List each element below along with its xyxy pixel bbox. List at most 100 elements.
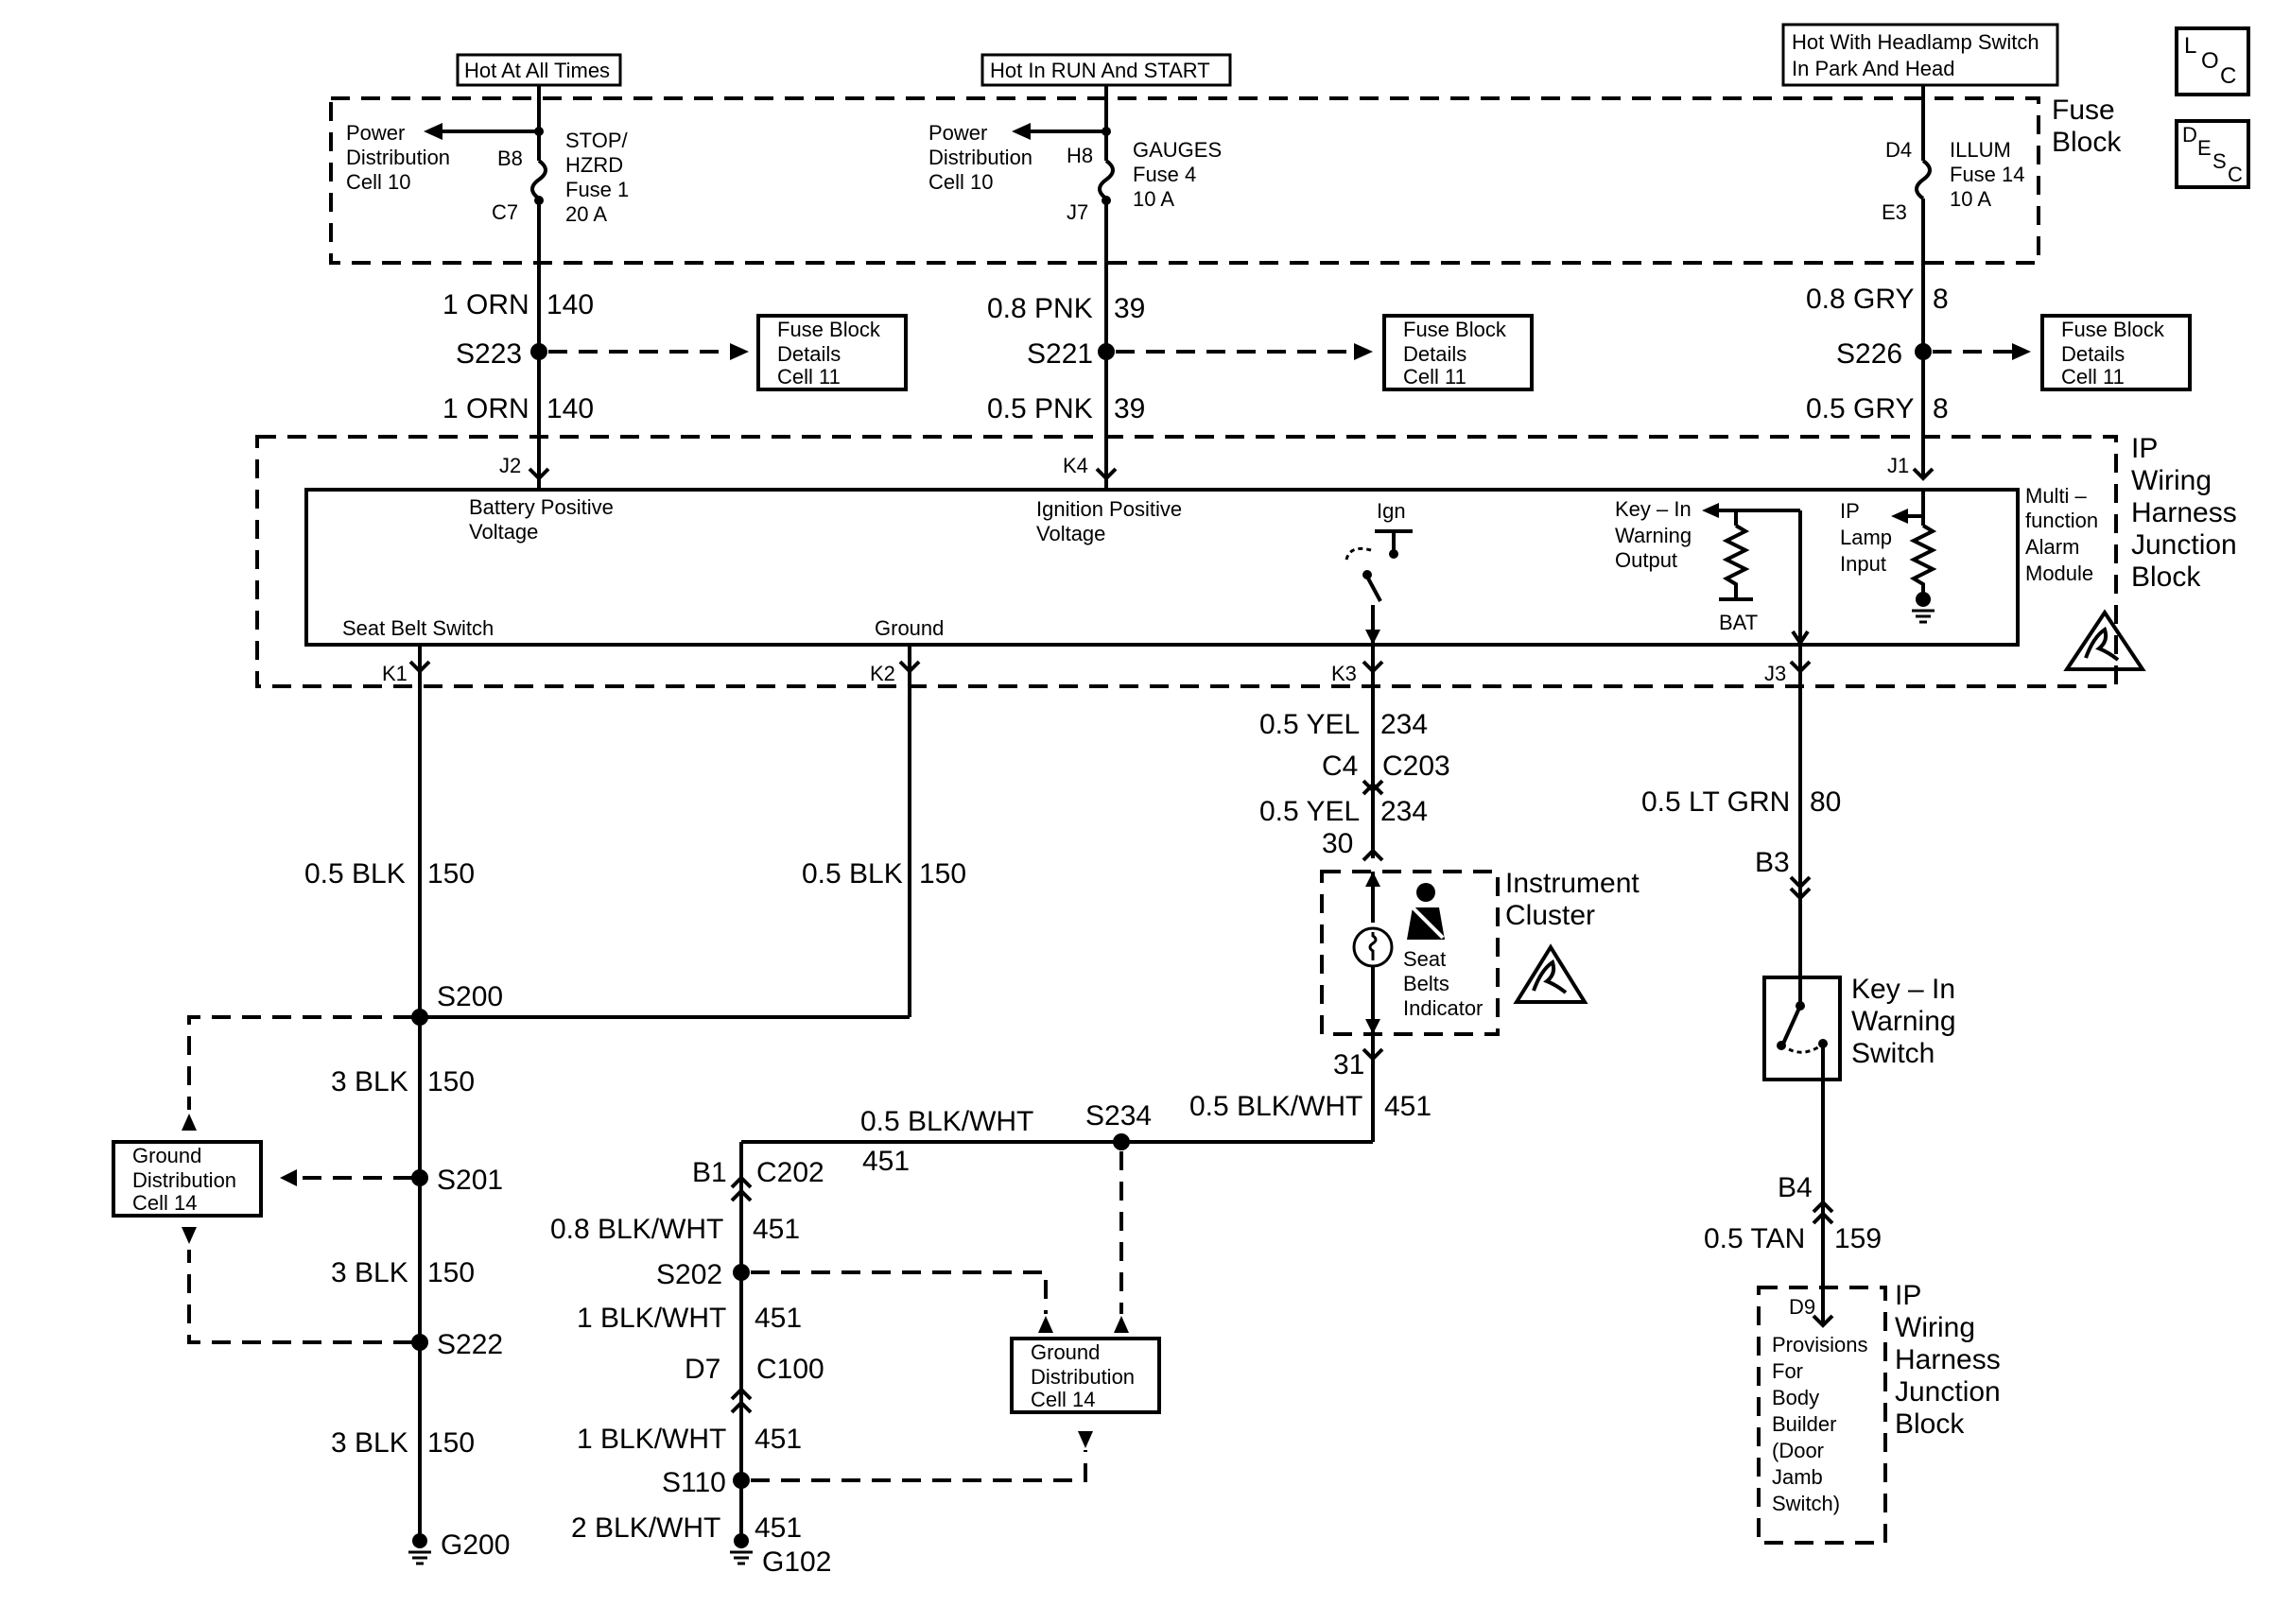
- svg-text:GAUGES: GAUGES: [1133, 138, 1222, 162]
- svg-text:Harness: Harness: [1895, 1344, 2001, 1375]
- svg-text:Switch: Switch: [1851, 1038, 1935, 1069]
- circuit-159: B4 0.5 TAN 159: [1704, 1080, 1882, 1328]
- svg-text:234: 234: [1380, 709, 1428, 740]
- svg-text:150: 150: [427, 1257, 475, 1288]
- splice-s222: S222: [437, 1329, 503, 1360]
- connector-b3: B3: [1755, 847, 1790, 878]
- svg-text:E3: E3: [1882, 200, 1907, 224]
- svg-text:Details: Details: [777, 342, 841, 366]
- svg-text:C: C: [2220, 63, 2236, 89]
- svg-text:Cell 11: Cell 11: [2061, 365, 2125, 389]
- svg-text:K1: K1: [382, 662, 408, 685]
- svg-text:Cell 10: Cell 10: [346, 170, 410, 194]
- svg-text:Alarm: Alarm: [2025, 535, 2079, 559]
- svg-text:Distribution: Distribution: [928, 146, 1032, 169]
- svg-text:Fuse Block: Fuse Block: [1403, 318, 1507, 341]
- svg-text:140: 140: [547, 393, 594, 424]
- svg-text:For: For: [1772, 1359, 1803, 1383]
- svg-text:Battery Positive: Battery Positive: [469, 495, 614, 519]
- svg-text:Fuse: Fuse: [2052, 95, 2115, 126]
- svg-text:Power: Power: [928, 121, 987, 145]
- svg-text:Fuse 4: Fuse 4: [1133, 163, 1196, 186]
- svg-text:K2: K2: [870, 662, 895, 685]
- fbd-box-1[interactable]: Fuse Block Details Cell 11: [756, 314, 908, 391]
- svg-text:Key – In: Key – In: [1851, 974, 1955, 1005]
- svg-text:J2: J2: [499, 454, 521, 477]
- pdc-label-1: Power Distribution Cell 10: [346, 121, 450, 194]
- key-in-warning-switch: Key – In Warning Switch: [1762, 974, 1956, 1081]
- svg-text:0.8 PNK: 0.8 PNK: [987, 293, 1093, 324]
- svg-text:0.5 BLK/WHT: 0.5 BLK/WHT: [860, 1106, 1033, 1137]
- svg-text:Warning: Warning: [1615, 524, 1692, 547]
- svg-text:D9: D9: [1789, 1295, 1815, 1319]
- svg-text:Hot In RUN And START: Hot In RUN And START: [990, 59, 1210, 82]
- svg-text:150: 150: [427, 1427, 475, 1459]
- svg-text:451: 451: [753, 1214, 800, 1245]
- svg-text:Seat: Seat: [1403, 947, 1446, 971]
- fuse-14-illum: D4 E3 ILLUM Fuse 14 10 A: [1882, 100, 2025, 350]
- svg-text:Block: Block: [1895, 1408, 1965, 1440]
- svg-text:J7: J7: [1067, 200, 1088, 224]
- svg-text:E: E: [2197, 136, 2212, 160]
- circuit-8: 0.8 GRY 8 S226 0.5 GRY 8: [1806, 284, 2031, 476]
- pin-31: 31: [1333, 1049, 1364, 1080]
- svg-text:HZRD: HZRD: [565, 153, 623, 177]
- svg-text:Wiring: Wiring: [1895, 1312, 1975, 1343]
- svg-text:140: 140: [547, 289, 594, 320]
- svg-text:Cell 14: Cell 14: [132, 1191, 197, 1215]
- svg-text:BAT: BAT: [1719, 611, 1758, 634]
- ip-lamp-input: IP Lamp Input: [1840, 490, 1937, 624]
- svg-text:0.5 PNK: 0.5 PNK: [987, 393, 1093, 424]
- loc-button[interactable]: L O C: [2175, 26, 2250, 96]
- svg-text:1 BLK/WHT: 1 BLK/WHT: [577, 1303, 726, 1334]
- svg-text:Ground: Ground: [875, 616, 944, 640]
- svg-text:Fuse Block: Fuse Block: [777, 318, 881, 341]
- svg-text:Junction: Junction: [1895, 1376, 2001, 1408]
- key-in-warning-output: Key – In Warning Output BAT: [1615, 497, 1810, 647]
- splice-s201: S201: [437, 1165, 503, 1196]
- svg-text:Power: Power: [346, 121, 405, 145]
- splice-s202: S202: [656, 1259, 722, 1290]
- fbd-box-2[interactable]: Fuse Block Details Cell 11: [1382, 314, 1534, 391]
- svg-text:Indicator: Indicator: [1403, 996, 1483, 1020]
- svg-text:Ignition Positive: Ignition Positive: [1036, 497, 1182, 521]
- svg-text:Builder: Builder: [1772, 1412, 1836, 1436]
- seatbelt-icon: [1407, 883, 1445, 940]
- splice-s223: S223: [456, 338, 522, 370]
- svg-text:H8: H8: [1067, 144, 1093, 167]
- svg-text:Seat Belt Switch: Seat Belt Switch: [342, 616, 494, 640]
- fbd-box-3[interactable]: Fuse Block Details Cell 11: [2040, 314, 2192, 391]
- svg-text:Hot At All Times: Hot At All Times: [464, 59, 610, 82]
- supply-label-hot-with-headlamp-switch: Hot With Headlamp Switch In Park And Hea…: [1781, 23, 2059, 100]
- svg-text:Warning: Warning: [1851, 1006, 1956, 1037]
- instrument-cluster: Instrument Cluster Seat Belts Indicator: [1320, 868, 1640, 1036]
- svg-text:1 BLK/WHT: 1 BLK/WHT: [577, 1424, 726, 1455]
- svg-text:0.5 BLK: 0.5 BLK: [802, 858, 903, 890]
- ign-switch: Ign: [1345, 499, 1413, 652]
- desc-button[interactable]: D E S C: [2175, 119, 2250, 189]
- circuit-80: 0.5 LT GRN 80 B3: [1641, 671, 1841, 977]
- fuse-block: Fuse Block: [329, 95, 2122, 265]
- svg-text:Key – In: Key – In: [1615, 497, 1692, 521]
- svg-text:0.5 TAN: 0.5 TAN: [1704, 1223, 1805, 1254]
- supply-label-hot-at-all-times: Hot At All Times: [456, 53, 622, 100]
- gdc-box-2[interactable]: Ground Distribution Cell 14: [1010, 1337, 1161, 1414]
- svg-text:Wiring: Wiring: [2131, 465, 2212, 496]
- circuit-451: 31 0.5 BLK/WHT 451 0.5 BLK/WHT 451 S234 …: [550, 1034, 1431, 1578]
- gdc-box-1[interactable]: Ground Distribution Cell 14: [112, 1140, 263, 1218]
- svg-text:3 BLK: 3 BLK: [331, 1066, 408, 1097]
- pin-30: 30: [1322, 828, 1353, 859]
- svg-text:Voltage: Voltage: [469, 520, 538, 544]
- svg-text:L: L: [2184, 33, 2196, 59]
- circuit-150: 0.5 BLK 150 0.5 BLK 150 S200 3 BLK 150 S…: [182, 671, 966, 1565]
- svg-text:Distribution: Distribution: [132, 1168, 236, 1192]
- ip-junction-block-lower: D9 Provisions For Body Builder (Door Jam…: [1757, 1280, 2001, 1545]
- multifunction-alarm-module: Battery Positive Voltage Ignition Positi…: [304, 478, 2146, 671]
- connector-b4: B4: [1778, 1172, 1813, 1203]
- connector-c203: C203: [1382, 751, 1450, 782]
- svg-text:Input: Input: [1840, 552, 1886, 576]
- svg-text:0.5 BLK: 0.5 BLK: [304, 858, 406, 890]
- svg-text:80: 80: [1810, 786, 1841, 818]
- supply-label-hot-in-run-and-start: Hot In RUN And START: [980, 53, 1232, 100]
- svg-text:0.5 BLK/WHT: 0.5 BLK/WHT: [1189, 1091, 1362, 1122]
